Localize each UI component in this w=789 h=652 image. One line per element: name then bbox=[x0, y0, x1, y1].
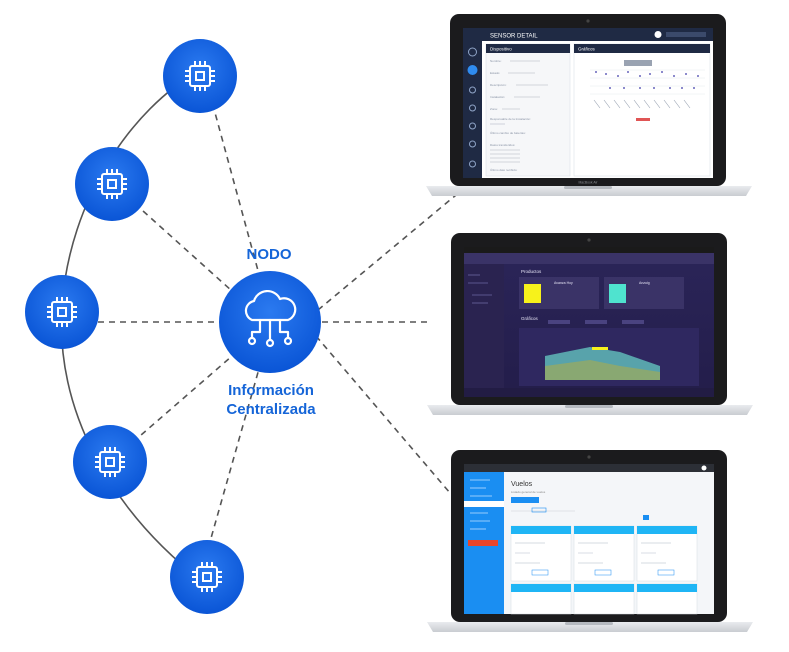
chip-icon bbox=[95, 447, 125, 477]
node-2 bbox=[75, 147, 149, 221]
svg-text:Estado:: Estado: bbox=[490, 71, 500, 75]
svg-text:Responsable de la Instalación:: Responsable de la Instalación: bbox=[490, 117, 531, 121]
section-title: Productos bbox=[521, 269, 542, 274]
svg-text:Avanza Hoy: Avanza Hoy bbox=[554, 281, 573, 285]
device-fields: Nombre: Estado: Descripción: Instalación… bbox=[490, 59, 531, 172]
hub-subtitle: Información Centralizada bbox=[196, 381, 346, 419]
svg-text:Descripción:: Descripción: bbox=[490, 83, 507, 87]
right-panel-title: Gráficos bbox=[578, 47, 596, 52]
svg-text:Zona:: Zona: bbox=[490, 107, 498, 111]
app-sidebar bbox=[463, 41, 482, 178]
laptop-middle: Productos Avanza Hoy Anzuig Gráficos bbox=[427, 233, 753, 415]
chip-icon bbox=[192, 562, 222, 592]
svg-text:Datos transferidos:: Datos transferidos: bbox=[490, 143, 515, 147]
laptop-bottom: Vuelos Listado general de vuelos bbox=[427, 450, 753, 632]
node-3 bbox=[25, 275, 99, 349]
app-sidebar bbox=[464, 264, 504, 397]
node-4 bbox=[73, 425, 147, 499]
scatter-points bbox=[595, 71, 699, 89]
cloud-network-icon bbox=[244, 289, 297, 348]
laptop-top: SENSOR DETAIL Dispositivo Nombre: Estado… bbox=[426, 14, 752, 196]
page-subtitle: Listado general de vuelos bbox=[511, 490, 546, 494]
hub-node bbox=[219, 271, 321, 373]
left-panel-title: Dispositivo bbox=[490, 47, 512, 52]
chart-title: Gráficos bbox=[521, 316, 539, 321]
hub-title: NODO bbox=[246, 246, 292, 263]
hub-subtitle-line2: Centralizada bbox=[226, 401, 316, 418]
node-5 bbox=[170, 540, 244, 614]
chip-icon bbox=[97, 169, 127, 199]
node-1 bbox=[163, 39, 237, 113]
area-series-2 bbox=[545, 360, 660, 380]
chip-icon bbox=[47, 297, 77, 327]
hub-subtitle-line1: Información bbox=[228, 382, 314, 399]
chip-icon bbox=[185, 61, 215, 91]
app-title: SENSOR DETAIL bbox=[490, 34, 538, 40]
laptop-brand: MacBook Air bbox=[578, 181, 598, 185]
svg-text:Anzuig: Anzuig bbox=[639, 281, 650, 285]
page-title: Vuelos bbox=[511, 481, 533, 488]
hub-laptop-links bbox=[315, 189, 463, 501]
svg-text:Último cambio de baterías:: Último cambio de baterías: bbox=[490, 130, 526, 135]
svg-text:Último dato recibido:: Último dato recibido: bbox=[490, 167, 518, 172]
svg-text:Nombre:: Nombre: bbox=[490, 59, 502, 63]
svg-text:Instalación:: Instalación: bbox=[490, 95, 505, 99]
